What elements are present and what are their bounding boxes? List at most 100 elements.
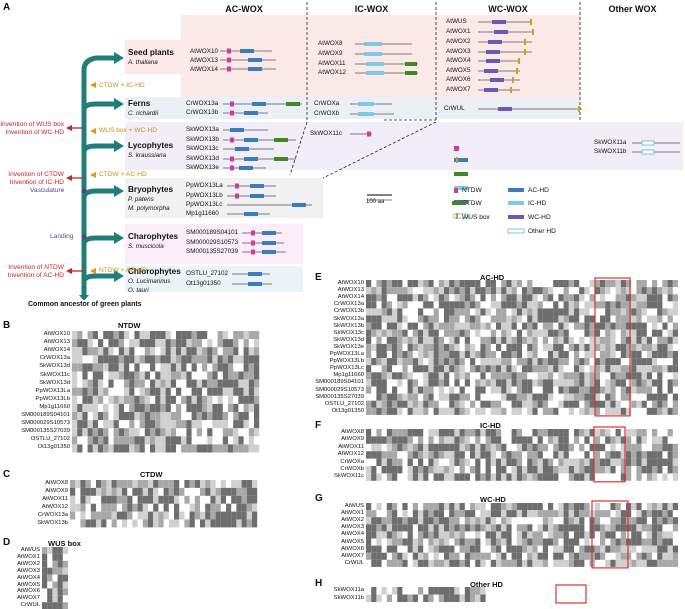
alignment-cell (594, 552, 600, 560)
alignment-cell (402, 315, 408, 323)
alignment-cell (90, 519, 96, 528)
alignment-cell (418, 538, 424, 546)
alignment-cell (444, 393, 450, 401)
alignment-cell (610, 451, 616, 459)
alignment-cell (532, 473, 538, 481)
alignment-cell (196, 355, 202, 364)
alignment-cell (454, 287, 460, 295)
alignment-cell (667, 510, 673, 518)
alignment-cell (537, 301, 543, 309)
alignment-cell (428, 315, 434, 323)
alignment-cell (77, 387, 83, 396)
alignment-cell (475, 531, 481, 539)
alignment-cell (662, 510, 668, 518)
alignment-cell (96, 480, 102, 488)
alignment-cell (433, 503, 439, 511)
alignment-cell (516, 538, 522, 546)
alignment-cell (475, 329, 481, 337)
alignment-cell (191, 331, 197, 340)
alignment-cell (672, 473, 678, 481)
alignment-cell (402, 552, 408, 560)
alignment-cell (553, 552, 559, 560)
alignment-cell (610, 407, 616, 415)
alignment-cell (118, 412, 124, 421)
alignment-cell (222, 371, 228, 380)
alignment-cell (662, 365, 668, 373)
alignment-cell (433, 473, 439, 481)
alignment-cell (386, 336, 392, 344)
alignment-cell (165, 363, 171, 372)
alignment-cell (191, 444, 197, 453)
alignment-cell (113, 363, 119, 372)
alignment-cell (72, 412, 78, 421)
alignment-cell (532, 400, 538, 408)
alignment-cell (418, 294, 424, 302)
alignment-cell (470, 517, 476, 525)
alignment-cell (615, 503, 621, 511)
alignment-cell (475, 473, 481, 481)
alignment-cell (238, 420, 244, 429)
alignment-cell (620, 386, 626, 394)
alignment-cell (438, 559, 444, 567)
alignment-cell (72, 420, 78, 429)
alignment-cell (118, 355, 124, 364)
alignment-cell (454, 436, 460, 444)
alignment-cell (129, 355, 135, 364)
alignment-cell (511, 466, 517, 474)
alignment-cell (215, 519, 221, 528)
alignment-cell (558, 322, 564, 330)
alignment-cell (584, 510, 590, 518)
alignment-cell (248, 355, 254, 364)
alignment-cell (568, 517, 574, 525)
alignment-cell (558, 336, 564, 344)
alignment-cell (490, 407, 496, 415)
alignment-cell (423, 559, 429, 567)
seed-plants-label-bg (125, 40, 181, 74)
alignment-cell (433, 510, 439, 518)
alignment-cell (626, 473, 632, 481)
alignment-cell (217, 387, 223, 396)
alignment-cell (87, 339, 93, 348)
alignment-cell (108, 379, 114, 388)
alignment-cell (181, 436, 187, 445)
alignment-cell (186, 371, 192, 380)
alignment-cell (106, 487, 112, 496)
alignment-cell (610, 308, 616, 316)
alignment-cell (522, 473, 528, 481)
alignment-cell (113, 395, 119, 404)
alignment-cell (428, 329, 434, 337)
alignment-cell (652, 503, 658, 511)
alignment-cell (652, 301, 658, 309)
alignment-cell (217, 355, 223, 364)
alignment-cell (631, 315, 637, 323)
alignment-cell (537, 559, 543, 567)
alignment-cell (42, 574, 48, 582)
alignment-cell (155, 444, 161, 453)
alignment-cell (170, 379, 176, 388)
alignment-cell (636, 552, 642, 560)
alignment-cell (568, 473, 574, 481)
alignment-cell (444, 545, 450, 553)
alignment-cell (47, 595, 53, 603)
alignment-cell (641, 538, 647, 546)
seq-name-e: AtWOX10 (337, 280, 364, 286)
seq-name-e: PpWOX13Lc (329, 365, 364, 372)
alignment-cell (589, 407, 595, 415)
alignment-cell (568, 443, 574, 452)
alignment-cell (181, 395, 187, 404)
alignment-cell (652, 400, 658, 408)
alignment-cell (553, 358, 559, 366)
alignment-cell (449, 280, 455, 288)
alignment-cell (553, 443, 559, 452)
alignment-cell (236, 519, 242, 528)
alignment-cell (111, 511, 117, 520)
alignment-cell (589, 393, 595, 401)
alignment-cell (423, 301, 429, 309)
alignment-cell (70, 495, 76, 504)
alignment-cell (215, 495, 221, 504)
alignment-cell (184, 480, 190, 488)
alignment-cell (636, 473, 642, 481)
alignment-cell (243, 347, 249, 356)
alignment-cell (532, 393, 538, 401)
alignment-cell (475, 443, 481, 452)
